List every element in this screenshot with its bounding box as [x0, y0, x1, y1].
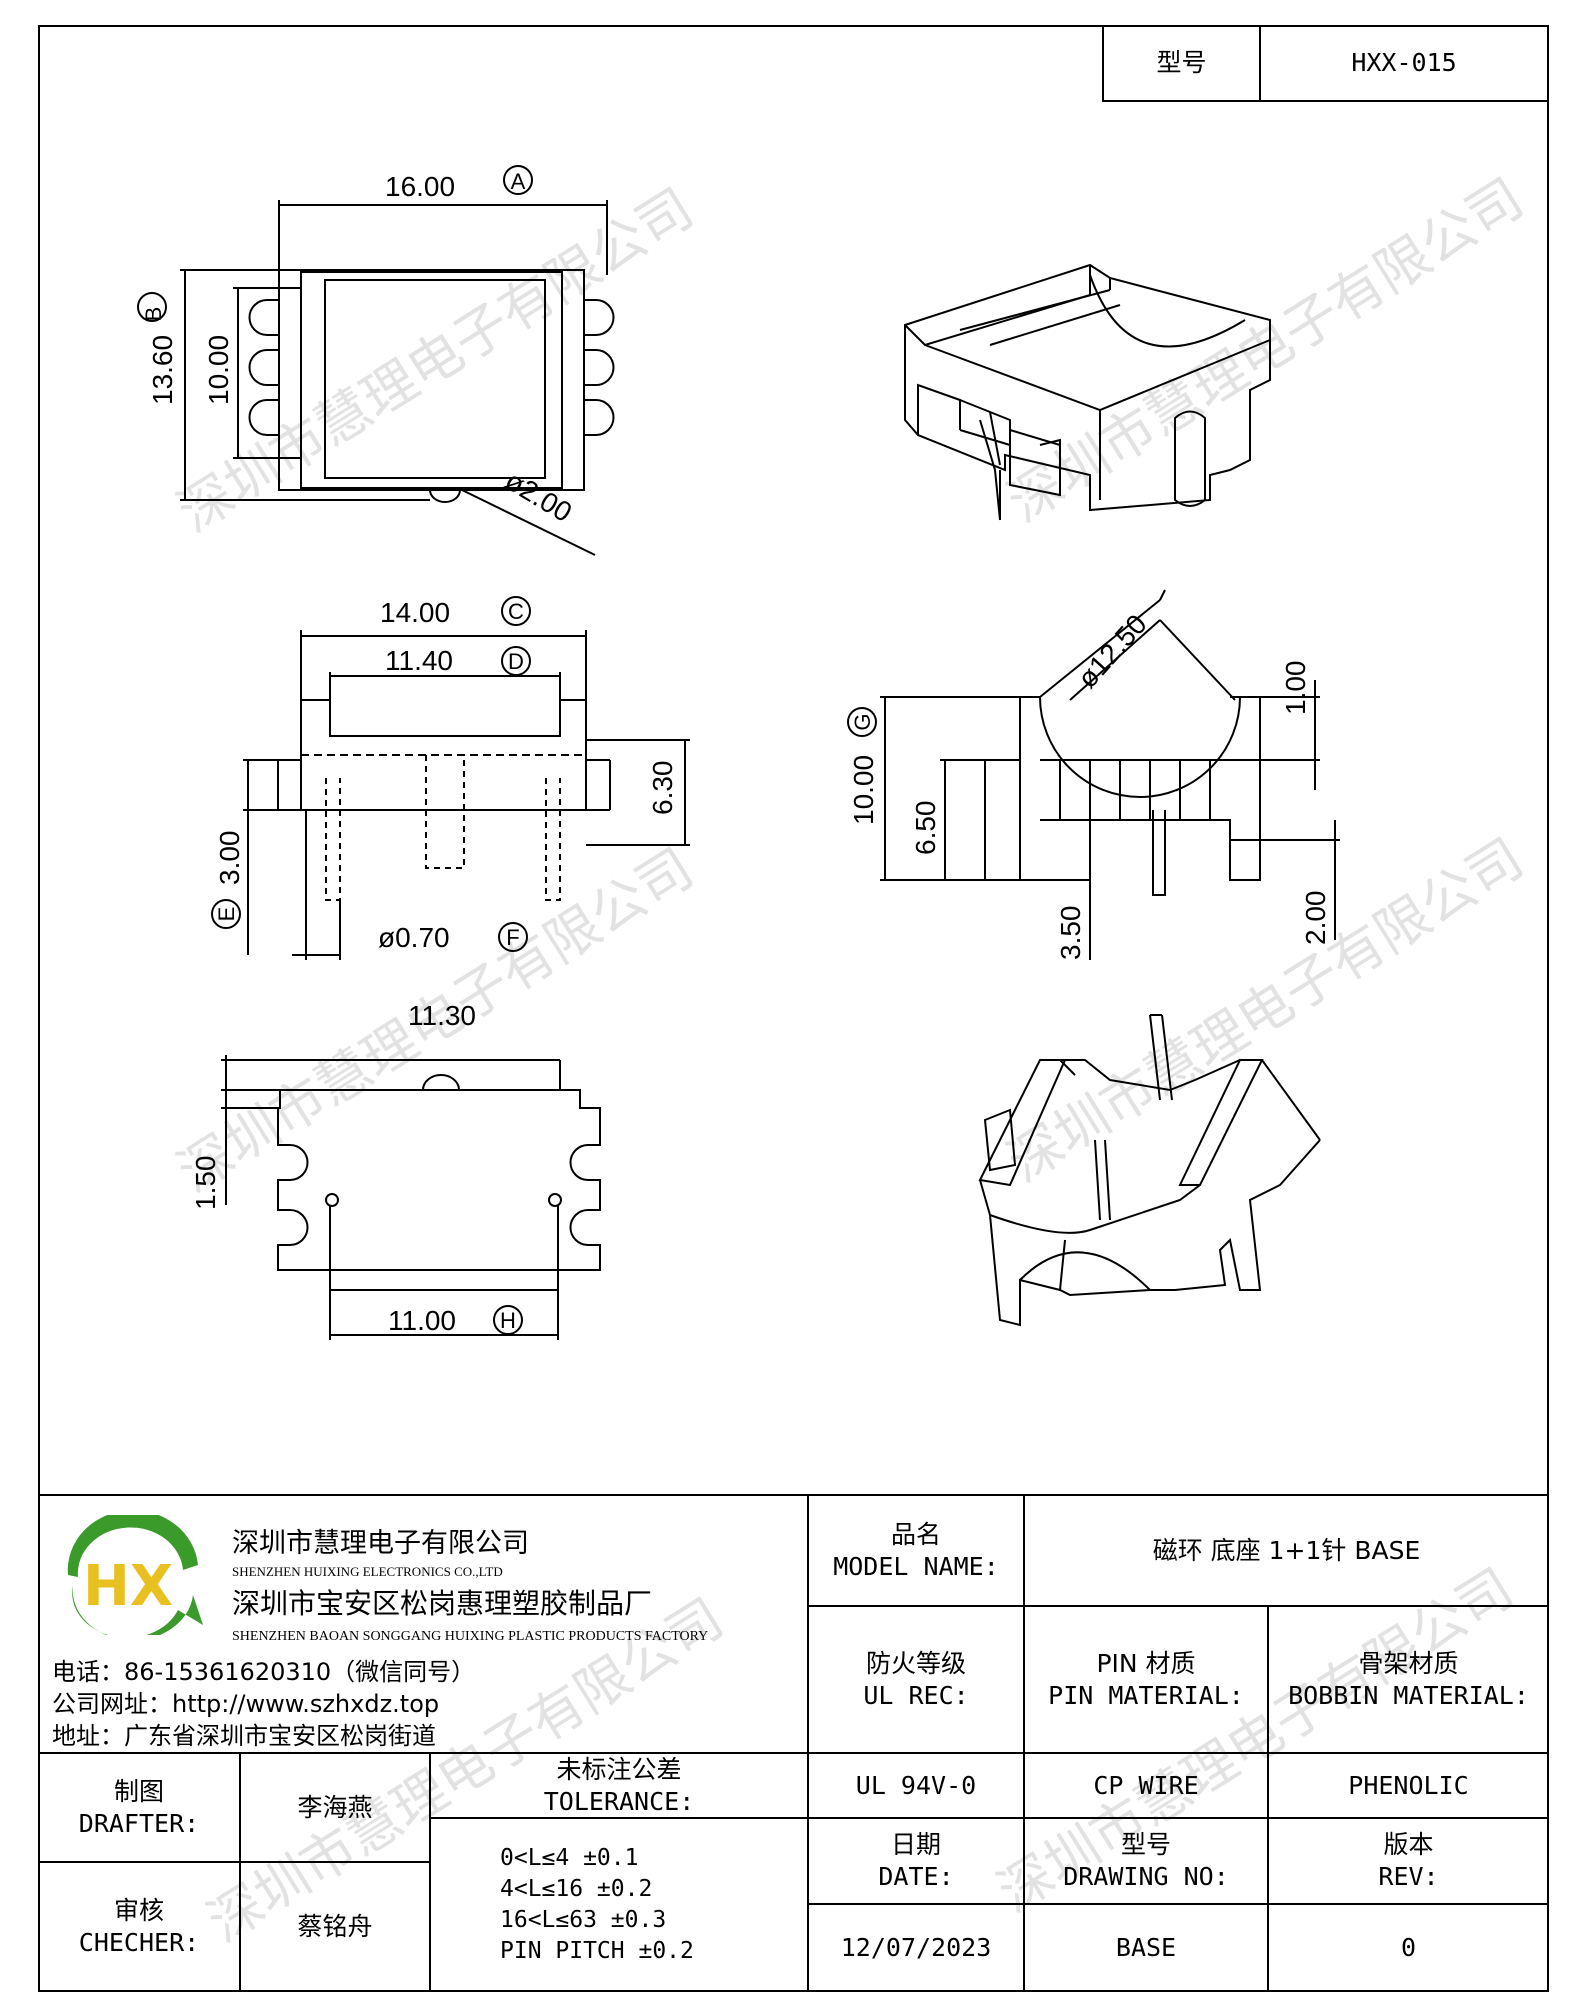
- side-view: [847, 589, 1340, 960]
- dim-h-mark: H: [500, 1308, 516, 1333]
- tolerance-line: 0<L≤4 ±0.1: [500, 1845, 639, 1871]
- model-name-label: 品名 MODEL NAME:: [808, 1495, 1024, 1606]
- pin-value: CP WIRE: [1093, 1770, 1199, 1800]
- model-name-en: MODEL NAME:: [833, 1551, 999, 1581]
- dim-h: 11.00: [388, 1305, 456, 1336]
- dim-d150: 1.50: [190, 1156, 221, 1211]
- ul-label-en: UL REC:: [863, 1680, 969, 1710]
- dim-h630: 6.30: [647, 761, 678, 816]
- company-phone: 电话：86-15361620310（微信同号）: [52, 1657, 476, 1686]
- date-label-cn: 日期: [890, 1830, 941, 1859]
- dim-d200: 2.00: [1300, 891, 1331, 946]
- bobbin-label-en: BOBBIN MATERIAL:: [1288, 1680, 1529, 1710]
- tolerance-line: 4<L≤16 ±0.2: [500, 1876, 653, 1902]
- top-view: [137, 165, 615, 556]
- logo-text: HX: [83, 1554, 173, 1619]
- dim-d650: 6.50: [910, 801, 941, 856]
- drawing-no-label: 型号 DRAWING NO:: [1024, 1818, 1268, 1904]
- dim-g-mark: G: [850, 713, 875, 730]
- dim-a-mark: A: [511, 169, 526, 194]
- tolerance-label: 未标注公差 TOLERANCE:: [430, 1753, 808, 1818]
- dim-e: 3.00: [214, 831, 245, 886]
- model-label: 型号: [1102, 25, 1261, 102]
- dim-b-inner: 10.00: [203, 335, 234, 405]
- company-name-en: SHENZHEN HUIXING ELECTRONICS CO.,LTD: [232, 1564, 503, 1579]
- tolerance-line: PIN PITCH ±0.2: [500, 1938, 694, 1964]
- model-name-cn: 品名: [890, 1519, 941, 1549]
- ul-label-cn: 防火等级: [865, 1648, 966, 1678]
- date-label: 日期 DATE:: [808, 1818, 1024, 1904]
- front-view: [211, 596, 690, 960]
- rev-label-en: REV:: [1378, 1862, 1439, 1891]
- dim-f-mark: F: [506, 925, 519, 950]
- drawing-no-value: BASE: [1115, 1933, 1177, 1962]
- factory-cn: 深圳市宝安区松岗惠理塑胶制品厂: [232, 1587, 653, 1620]
- dim-c: 14.00: [380, 597, 450, 628]
- dim-b-mark: B: [141, 307, 166, 322]
- dim-e-mark: E: [214, 907, 239, 922]
- dim-f: ø0.70: [378, 922, 450, 953]
- checker-label-cn: 审核: [113, 1896, 164, 1925]
- dim-d100: 1.00: [1280, 661, 1311, 716]
- drawing-no-label-en: DRAWING NO:: [1063, 1862, 1229, 1891]
- tolerance-list: 0<L≤4 ±0.1 4<L≤16 ±0.2 16<L≤63 ±0.3 PIN …: [430, 1818, 808, 1992]
- model-name-value: 磁环 底座 1+1针 BASE: [1152, 1535, 1421, 1565]
- iso-bottom-view: [978, 1014, 1321, 1327]
- bobbin-value: PHENOLIC: [1348, 1770, 1469, 1800]
- dim-b: 13.60: [147, 335, 178, 405]
- checker-name: 蔡铭舟: [297, 1912, 373, 1941]
- checker-label-en: CHECHER:: [78, 1928, 200, 1957]
- rev-value: 0: [1400, 1933, 1417, 1962]
- bottom-view: [221, 1055, 601, 1340]
- iso-top-view: [904, 263, 1271, 521]
- company-name-cn: 深圳市慧理电子有限公司: [232, 1527, 529, 1559]
- drafter-name: 李海燕: [297, 1792, 373, 1822]
- dim-c-mark: C: [508, 599, 524, 624]
- dim-a: 16.00: [385, 171, 455, 202]
- company-logo: HX: [67, 1515, 203, 1635]
- bobbin-label-cn: 骨架材质: [1358, 1648, 1459, 1678]
- dim-d: 11.40: [385, 645, 453, 676]
- tolerance-line: 16<L≤63 ±0.3: [500, 1907, 667, 1933]
- rev-label: 版本 REV:: [1268, 1818, 1549, 1904]
- date-label-en: DATE:: [878, 1862, 954, 1891]
- technical-drawing: 16.00 A 13.60 B 10.00 ø2.00 14.00 C 11.4…: [137, 165, 1340, 1340]
- dim-d1130: 11.30: [408, 1000, 476, 1031]
- tolerance-label-en: TOLERANCE:: [543, 1786, 695, 1816]
- ul-value: UL 94V-0: [855, 1770, 977, 1800]
- drafter-label-cn: 制图: [113, 1776, 164, 1806]
- model-value: HXX-015: [1259, 25, 1549, 102]
- pin-label-cn: PIN 材质: [1096, 1648, 1196, 1678]
- company-address: 地址：广东省深圳市宝安区松岗街道: [52, 1721, 436, 1750]
- company-website: 公司网址：http://www.szhxdz.top: [52, 1689, 440, 1718]
- drafter-label-en: DRAFTER:: [78, 1808, 200, 1838]
- dim-d-mark: D: [508, 649, 524, 674]
- tolerance-label-cn: 未标注公差: [556, 1754, 682, 1784]
- pin-label-en: PIN MATERIAL:: [1048, 1680, 1244, 1710]
- checker-label: 审核 CHECHER:: [38, 1862, 240, 1992]
- date-value: 12/07/2023: [840, 1933, 992, 1962]
- dim-d350: 3.50: [1055, 906, 1086, 961]
- factory-en: SHENZHEN BAOAN SONGGANG HUIXING PLASTIC …: [232, 1629, 709, 1644]
- bobbin-label: 骨架材质 BOBBIN MATERIAL:: [1268, 1606, 1549, 1753]
- ul-label: 防火等级 UL REC:: [808, 1606, 1024, 1753]
- pin-label: PIN 材质 PIN MATERIAL:: [1024, 1606, 1268, 1753]
- drawing-no-label-cn: 型号: [1120, 1830, 1171, 1859]
- rev-label-cn: 版本: [1383, 1830, 1434, 1859]
- drawing-sheet: [38, 25, 1549, 1992]
- drafter-label: 制图 DRAFTER:: [38, 1753, 240, 1862]
- dim-g: 10.00: [848, 755, 879, 825]
